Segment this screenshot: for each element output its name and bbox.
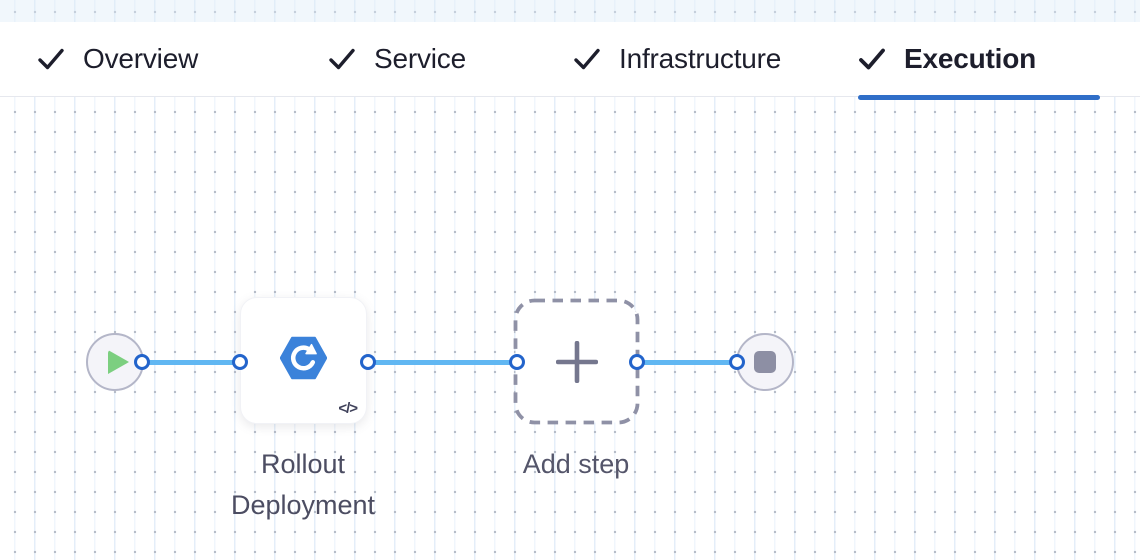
tab-label: Execution (904, 43, 1037, 74)
check-icon (37, 47, 65, 71)
active-tab-underline (858, 95, 1100, 100)
step-node-rollout-deployment[interactable]: </> (240, 297, 367, 424)
tab-label: Overview (83, 43, 199, 74)
step-label: Rollout Deployment (230, 449, 376, 520)
pipeline-end-node[interactable] (736, 333, 794, 391)
stop-icon (754, 351, 776, 373)
connector-line (637, 360, 737, 365)
tab-label: Infrastructure (619, 43, 782, 74)
tab-execution[interactable]: Execution (858, 22, 1036, 96)
tab-overview[interactable]: Overview (37, 22, 198, 96)
check-icon (858, 47, 886, 71)
connector-port[interactable] (729, 354, 745, 370)
play-icon (108, 350, 129, 374)
add-step-button[interactable] (513, 298, 640, 425)
plus-icon (513, 298, 640, 425)
tab-service[interactable]: Service (328, 22, 466, 96)
top-canvas-strip (0, 0, 1140, 22)
rolling-deployment-icon (279, 336, 328, 385)
connector-port[interactable] (232, 354, 248, 370)
stage-setup-tabbar: Overview Service Infrastructure Executio… (0, 22, 1140, 100)
tab-infrastructure[interactable]: Infrastructure (573, 22, 781, 96)
code-icon: </> (338, 400, 358, 417)
connector-port[interactable] (134, 354, 150, 370)
connector-port[interactable] (509, 354, 525, 370)
add-step-label: Add step (522, 449, 630, 479)
tab-label: Service (374, 43, 466, 74)
connector-port[interactable] (360, 354, 376, 370)
check-icon (573, 47, 601, 71)
connector-port[interactable] (629, 354, 645, 370)
connector-line (142, 360, 240, 365)
check-icon (328, 47, 356, 71)
connector-line (368, 360, 517, 365)
